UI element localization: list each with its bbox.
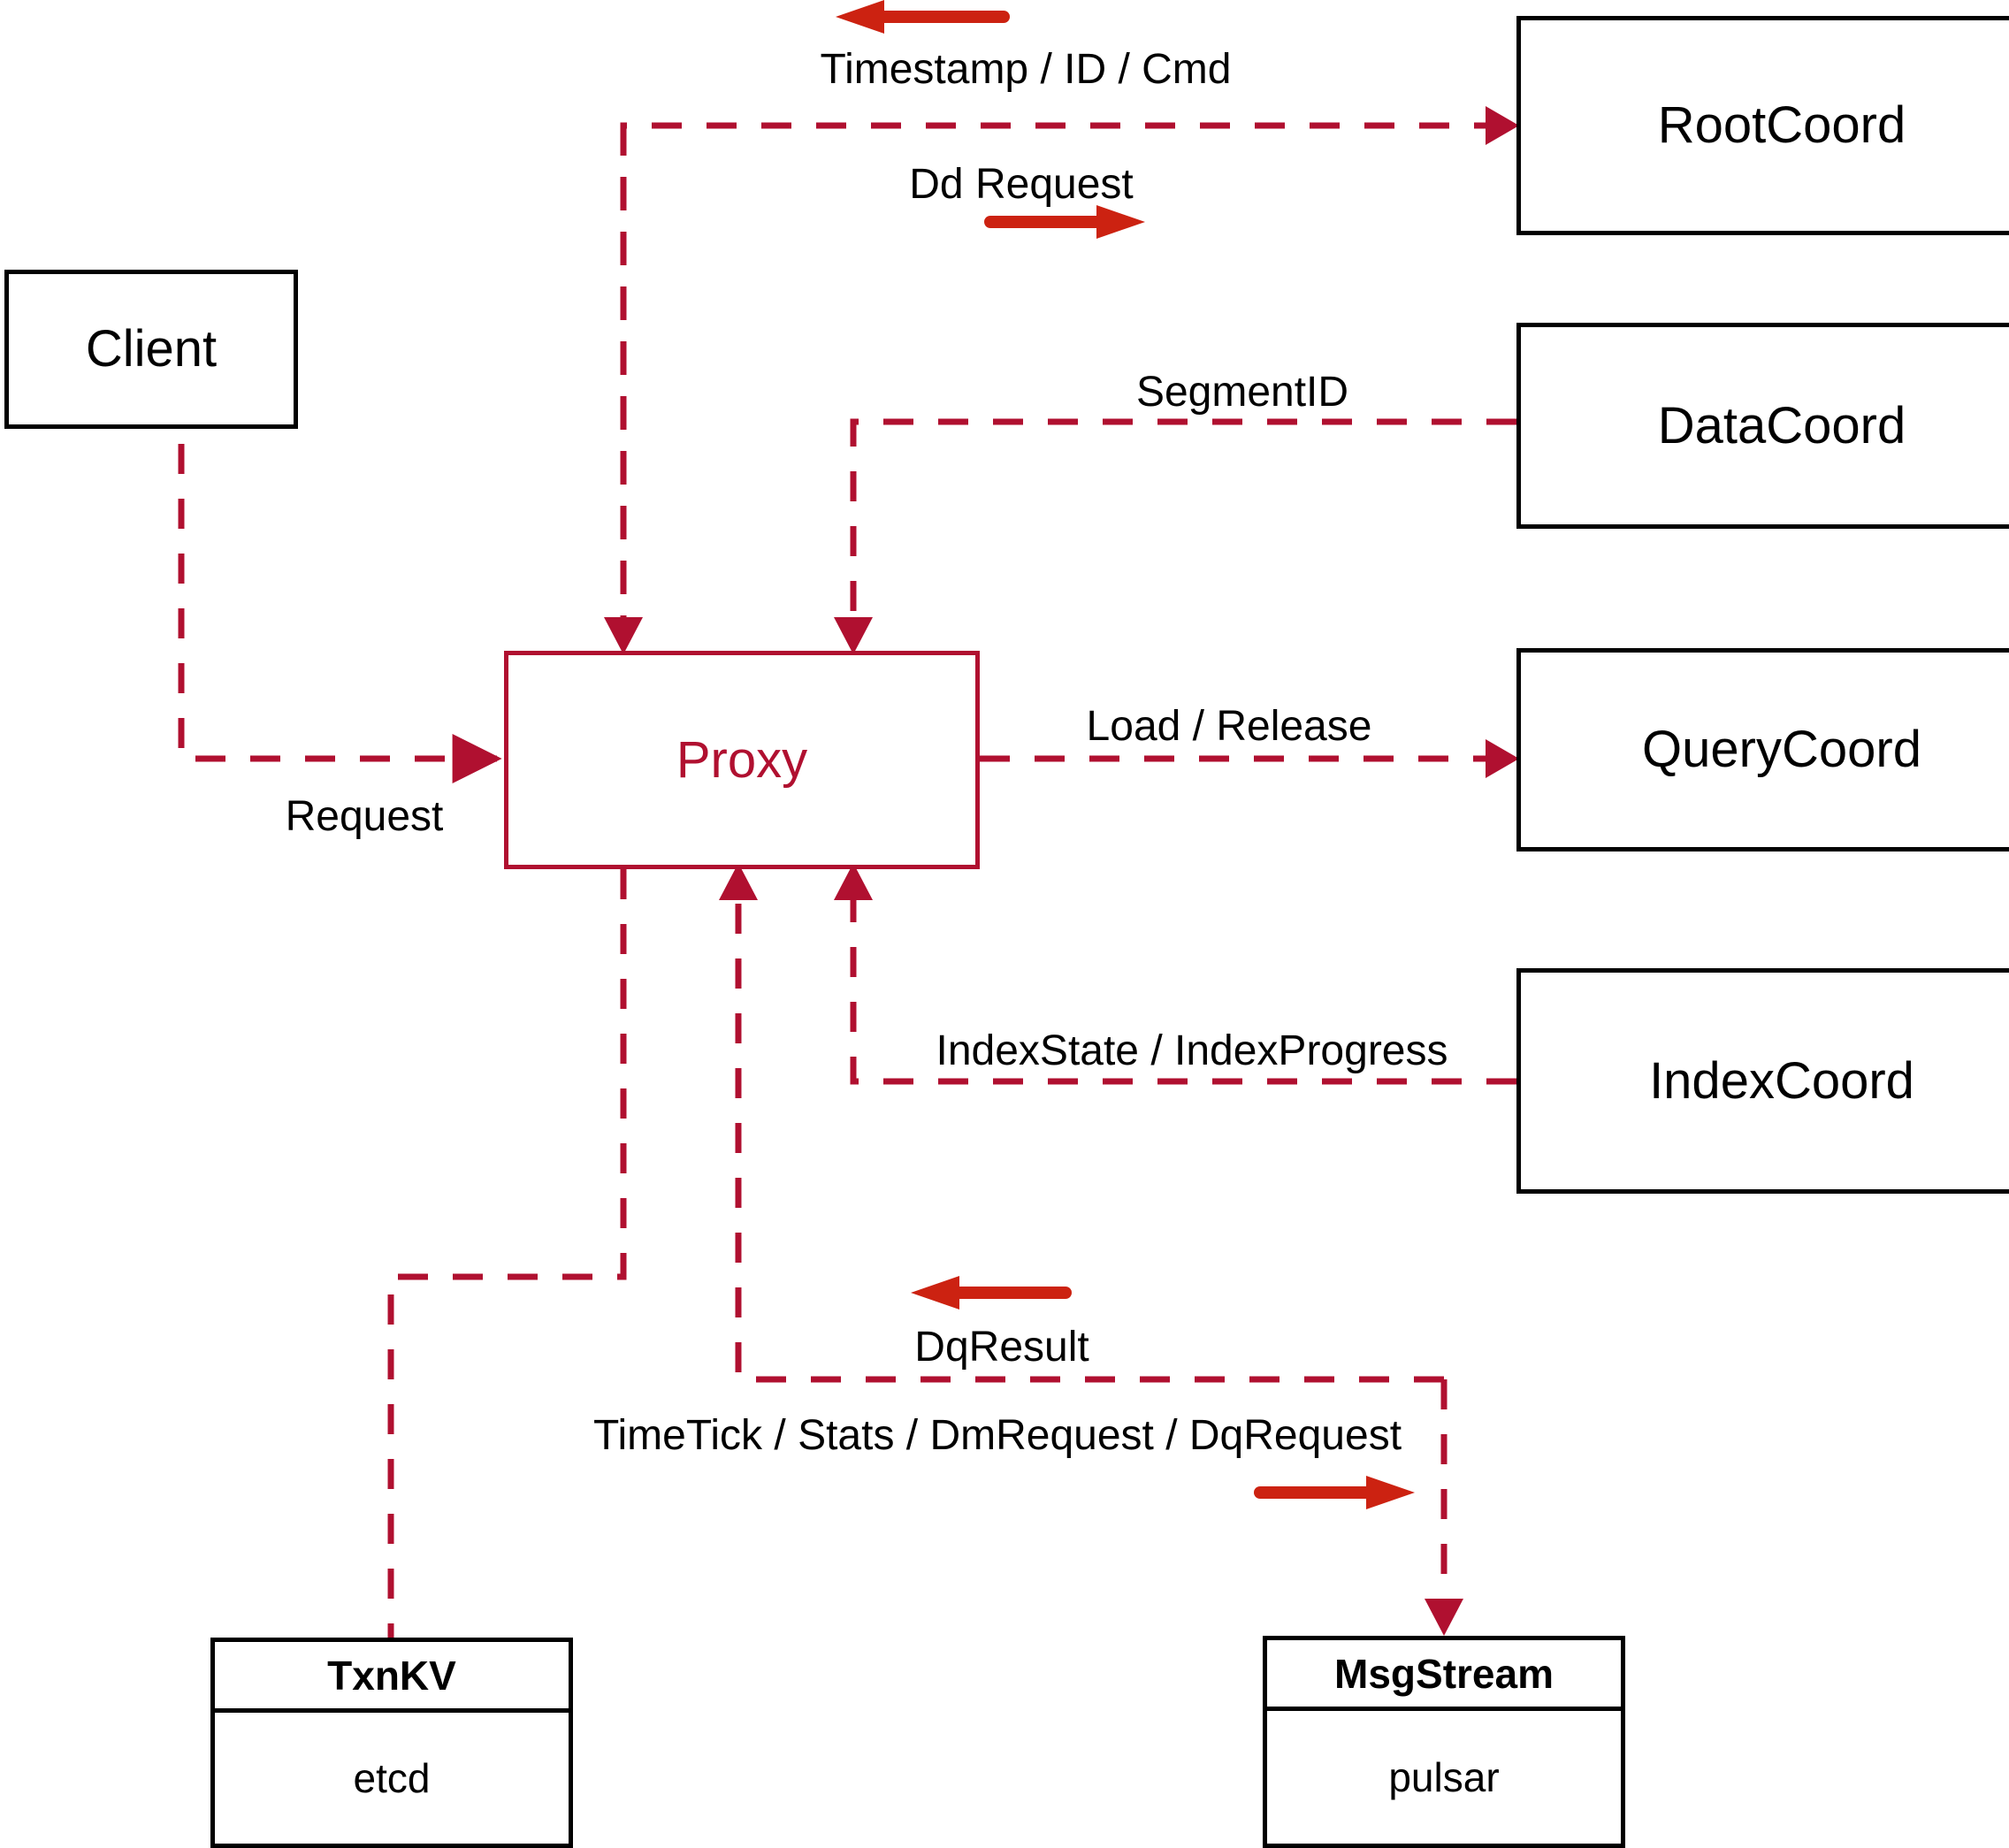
edge-label-dd-request: Dd Request <box>909 161 1134 208</box>
edge-label-segment-id: SegmentID <box>1135 369 1349 416</box>
direction-arrow-timetick <box>1254 1476 1415 1509</box>
node-indexcoord-label: IndexCoord <box>1649 1051 1914 1110</box>
arrowhead-querycoord-in <box>1486 739 1519 778</box>
node-txnkv-header: TxnKV <box>215 1642 569 1713</box>
node-datacoord-label: DataCoord <box>1657 396 1906 454</box>
arrowhead-proxy-in-top-right <box>834 617 873 654</box>
wire-msgstream-to-proxy <box>735 889 1444 1383</box>
node-msgstream[interactable]: MsgStream pulsar <box>1263 1636 1625 1848</box>
arrowhead-rootcoord-in <box>1486 106 1519 145</box>
node-rootcoord[interactable]: RootCoord <box>1516 16 2009 235</box>
direction-arrow-dqresult <box>911 1276 1072 1310</box>
node-datacoord[interactable]: DataCoord <box>1516 323 2009 529</box>
node-rootcoord-label: RootCoord <box>1657 96 1906 154</box>
node-txnkv-body: etcd <box>215 1713 569 1844</box>
wire-client-to-proxy <box>178 389 502 783</box>
arrowhead-proxy-in-top-left <box>604 617 643 654</box>
edge-label-load-release: Load / Release <box>1086 703 1372 750</box>
node-indexcoord[interactable]: IndexCoord <box>1516 968 2009 1194</box>
node-msgstream-body: pulsar <box>1267 1711 1621 1844</box>
node-querycoord[interactable]: QueryCoord <box>1516 648 2009 851</box>
node-proxy-label: Proxy <box>676 730 808 789</box>
node-txnkv-label: TxnKV <box>327 1652 456 1699</box>
node-txnkv[interactable]: TxnKV etcd <box>210 1638 573 1848</box>
node-client[interactable]: Client <box>4 270 298 429</box>
wire-proxy-to-txnkv <box>387 869 627 1638</box>
node-txnkv-sublabel: etcd <box>353 1755 431 1801</box>
edge-label-request: Request <box>285 793 444 840</box>
node-msgstream-sublabel: pulsar <box>1388 1754 1500 1800</box>
node-querycoord-label: QueryCoord <box>1642 721 1921 778</box>
edge-label-timetick-stats: TimeTick / Stats / DmRequest / DqRequest <box>592 1412 1402 1459</box>
edge-label-index-state: IndexState / IndexProgress <box>936 1027 1448 1074</box>
direction-arrow-dd-request <box>984 205 1145 239</box>
node-client-label: Client <box>85 320 218 378</box>
node-msgstream-label: MsgStream <box>1334 1650 1554 1697</box>
arrowhead-msgstream-in <box>1425 1599 1463 1636</box>
node-proxy[interactable]: Proxy <box>504 651 980 869</box>
edge-label-timestamp-id-cmd: Timestamp / ID / Cmd <box>820 46 1232 93</box>
node-msgstream-header: MsgStream <box>1267 1640 1621 1711</box>
direction-arrow-timestamp <box>836 0 1010 34</box>
wire-datacoord-to-proxy <box>850 418 1516 638</box>
edge-label-dq-result: DqResult <box>914 1324 1089 1371</box>
